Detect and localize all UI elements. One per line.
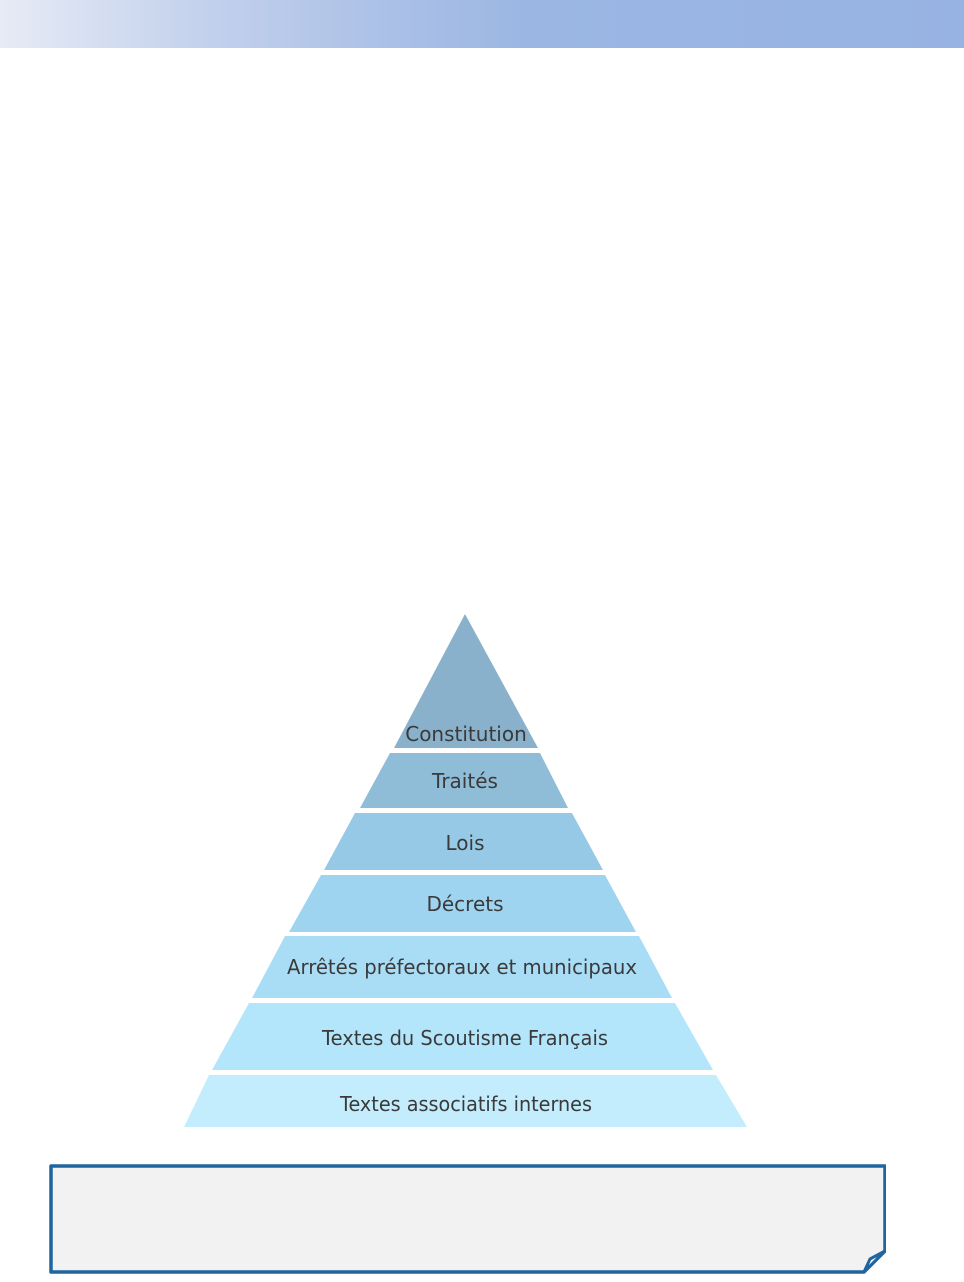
note-box xyxy=(49,1164,886,1274)
pyramid-label-constitution: Constitution xyxy=(405,722,527,746)
pyramid-level-textes-scoutisme xyxy=(212,1003,713,1070)
pyramid-label-lois: Lois xyxy=(445,831,484,855)
pyramid-label-arretes: Arrêtés préfectoraux et municipaux xyxy=(287,955,637,979)
header-band xyxy=(0,0,964,48)
pyramid-level-arretes xyxy=(252,936,672,998)
pyramid-level-traites xyxy=(360,753,568,808)
note-body xyxy=(49,1164,886,1274)
pyramid-label-textes-scoutisme: Textes du Scoutisme Français xyxy=(321,1026,608,1050)
pyramid-level-lois xyxy=(324,813,603,870)
pyramid-label-decrets: Décrets xyxy=(426,892,503,916)
pyramid-label-textes-associatifs: Textes associatifs internes xyxy=(339,1092,592,1116)
pyramid-level-constitution xyxy=(394,614,538,748)
note-folded-corner xyxy=(862,1249,886,1274)
pyramid-label-traites: Traités xyxy=(431,769,498,793)
pyramid-level-decrets xyxy=(289,875,636,932)
pyramid-level-textes-associatifs xyxy=(184,1075,747,1127)
